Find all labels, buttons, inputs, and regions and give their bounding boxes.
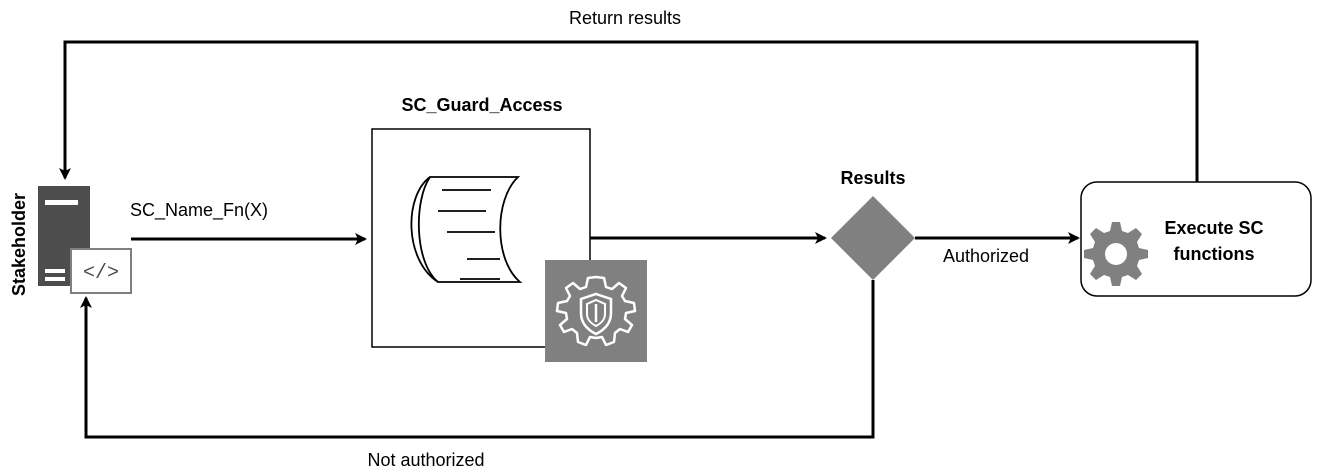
results-title: Results — [840, 168, 905, 188]
call-label: SC_Name_Fn(X) — [130, 200, 268, 221]
svg-text:</>: </> — [83, 262, 119, 285]
gear-icon — [1084, 222, 1148, 286]
contract-document-icon — [410, 176, 523, 283]
execute-box — [1080, 181, 1312, 297]
guard-title: SC_Guard_Access — [401, 95, 562, 115]
results-decision-diamond — [831, 196, 915, 280]
not-authorized-edge — [80, 280, 875, 439]
execute-label-line1: Execute SC — [1164, 218, 1263, 238]
not-authorized-label: Not authorized — [367, 450, 484, 470]
stakeholder-label: Stakeholder — [9, 193, 29, 296]
shield-gear-icon — [545, 260, 647, 362]
authorized-label: Authorized — [943, 246, 1029, 266]
code-icon: </> — [70, 248, 132, 294]
return-results-label: Return results — [569, 8, 681, 28]
stakeholder-server-icon — [38, 186, 90, 286]
execute-label-line2: functions — [1174, 244, 1255, 264]
return-results-edge — [59, 40, 1199, 182]
